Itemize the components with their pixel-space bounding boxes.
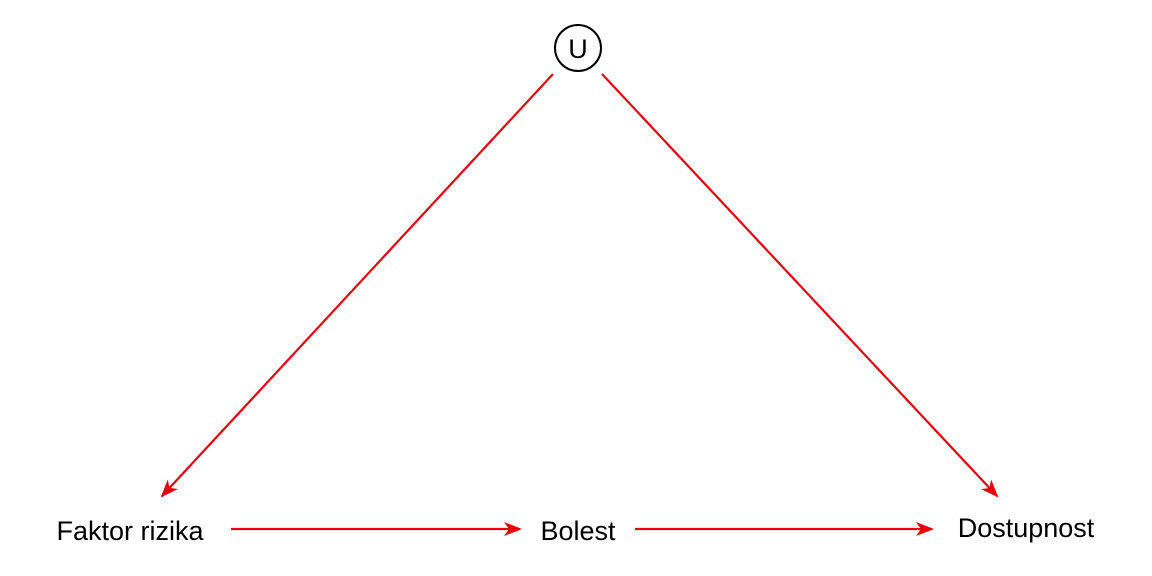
node-u: U (554, 24, 602, 72)
edge-u-to-dostupnost (601, 73, 999, 498)
node-bolest-label: Bolest (540, 516, 616, 546)
node-dostupnost-label: Dostupnost (958, 513, 1095, 543)
node-u-label: U (568, 34, 588, 64)
edge-u-to-faktor-rizika (160, 73, 554, 498)
node-faktor-rizika-label: Faktor rizika (56, 516, 204, 546)
node-u-circle (554, 24, 602, 72)
edges (160, 73, 999, 536)
